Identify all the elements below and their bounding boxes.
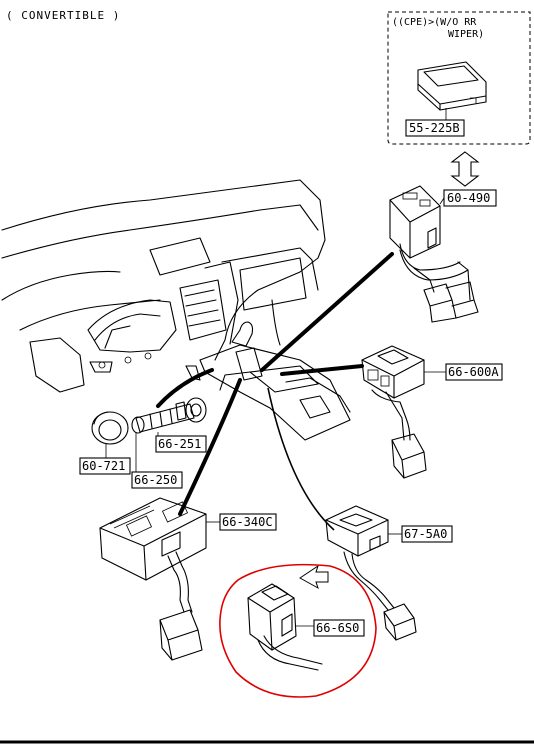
label-box-66-250 xyxy=(131,471,183,489)
label-box-60-490 xyxy=(443,189,497,207)
callout-note-line-1: ((CPE)>(W/O RR xyxy=(392,17,477,28)
switch-66-600A-drawing xyxy=(361,345,427,479)
optional-part-callout: ((CPE)>(W/O RR WIPER) 55-225B xyxy=(387,11,531,145)
label-66-251: 66-251 xyxy=(158,437,201,451)
label-66-340C: 66-340C xyxy=(222,515,273,529)
label-box-66-340C xyxy=(219,513,277,531)
pointer-arrow-icon xyxy=(299,564,329,590)
double-arrow-icon xyxy=(450,151,480,187)
switch-66-6S0-drawing xyxy=(247,583,323,671)
label-60-721: 60-721 xyxy=(82,459,125,473)
ring-60-721-drawing xyxy=(91,411,129,445)
highlight-circle xyxy=(219,563,377,698)
dashboard-drawing xyxy=(1,179,351,441)
leader-lines xyxy=(156,252,394,531)
label-60-490: 60-490 xyxy=(447,191,490,205)
plug-55-225B-drawing xyxy=(417,61,487,111)
label-66-6S0: 66-6S0 xyxy=(316,621,359,635)
label-55-225B: 55-225B xyxy=(409,121,460,135)
label-box-67-5A0 xyxy=(401,525,453,543)
label-box-60-721 xyxy=(79,457,131,475)
label-66-600A: 66-600A xyxy=(448,365,499,379)
label-67-5A0: 67-5A0 xyxy=(404,527,447,541)
switch-60-490-drawing xyxy=(389,185,479,323)
label-66-250: 66-250 xyxy=(134,473,177,487)
control-module-66-340C-drawing xyxy=(99,497,207,661)
cigarette-lighter-drawing xyxy=(131,397,207,434)
switch-67-5A0-drawing xyxy=(325,505,417,641)
label-box-66-251 xyxy=(155,435,207,453)
callout-note-line-2: WIPER) xyxy=(448,29,484,40)
label-box-66-6S0 xyxy=(313,619,365,637)
diagram-title: ( CONVERTIBLE ) xyxy=(6,9,120,22)
label-box-66-600A xyxy=(445,363,503,381)
